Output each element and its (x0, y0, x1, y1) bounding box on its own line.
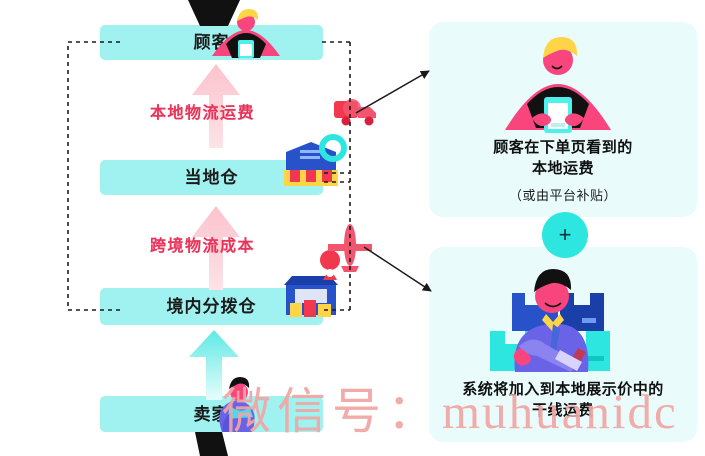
watermark-id: muhuanidc (442, 384, 678, 439)
flow-node-domestic-warehouse-label: 境内分拨仓 (166, 297, 257, 316)
panel-trunk-line-fee-title-line2: 干线运费 (531, 402, 594, 419)
flow-node-customer[interactable]: 顾客 (100, 25, 323, 60)
panel-local-shipping-fee[interactable]: 顾客在下单页看到的 本地运费 （或由平台补贴） (429, 22, 697, 217)
cost-label-cross-border: 跨境物流成本 (150, 232, 255, 256)
flow-node-local-warehouse-label: 当地仓 (184, 168, 239, 187)
flow-node-customer-label: 顾客 (193, 33, 230, 52)
cost-label-local-logistics: 本地物流运费 (150, 99, 255, 123)
panel-local-shipping-fee-title-line1: 顾客在下单页看到的 (493, 139, 633, 156)
plus-connector-badge: + (542, 212, 588, 258)
panel-local-shipping-fee-title-line2: 本地运费 (531, 160, 594, 177)
panel-local-shipping-fee-subtitle: （或由平台补贴） (508, 188, 617, 203)
plus-symbol: + (558, 222, 572, 247)
flow-node-local-warehouse[interactable]: 当地仓 (100, 160, 323, 195)
flow-node-domestic-warehouse[interactable]: 境内分拨仓 (100, 288, 323, 325)
flow-node-seller[interactable]: 卖家 (100, 396, 323, 432)
cost-label-cross-border-text: 跨境物流成本 (150, 238, 256, 255)
panel-trunk-line-fee-title-line1: 系统将加入到本地展示价中的 (462, 381, 664, 398)
watermark: 微信号：muhuanidc (222, 372, 678, 443)
cost-label-local-logistics-text: 本地物流运费 (150, 105, 256, 122)
watermark-prefix: 微信号： (222, 384, 443, 439)
